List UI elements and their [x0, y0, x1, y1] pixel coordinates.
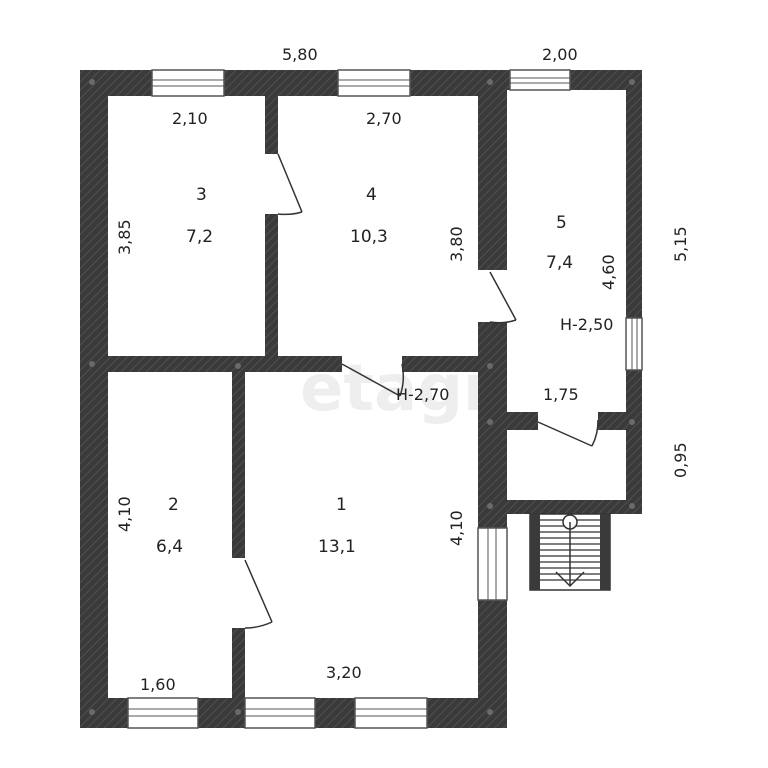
room-4-area: 10,3: [350, 227, 388, 247]
dim-right-total: 5,15: [671, 226, 690, 262]
corner-markers: [89, 79, 635, 715]
dim-height-room5: H-2,50: [560, 315, 613, 334]
dim-room1-height: 4,10: [447, 510, 466, 546]
dim-room2-height: 4,10: [115, 496, 134, 532]
dimension-labels: 5,80 2,00 2,10 2,70 3,85 3,80 4,60 5,15 …: [115, 45, 690, 694]
wall-interior-h-right: [402, 356, 507, 372]
dim-porch-width: 1,75: [543, 385, 579, 404]
dim-top-total: 5,80: [282, 45, 318, 64]
wall-room5-bottom-left: [490, 412, 538, 430]
door-room4-room5: [489, 271, 517, 324]
room-1-area: 13,1: [318, 537, 356, 557]
wall-room2-room1-top: [232, 368, 245, 558]
room-4-number: 4: [366, 185, 377, 205]
room-2-area: 6,4: [156, 537, 183, 557]
room-labels: 3 7,2 4 10,3 5 7,4 2 6,4 1 13,1: [156, 185, 573, 557]
room-3-area: 7,2: [186, 227, 213, 247]
room-5-area: 7,4: [546, 253, 573, 273]
dim-room5-height: 4,60: [599, 254, 618, 290]
entrance-stairs: [529, 513, 611, 591]
wall-room2-room1-bottom: [232, 628, 245, 708]
wall-top-main: [80, 70, 507, 96]
window-right-room5: [625, 317, 643, 371]
dim-room1-width: 3,20: [326, 663, 362, 682]
dim-room2-width: 1,60: [140, 675, 176, 694]
door-room3-room4: [277, 153, 303, 216]
dim-porch-height: 0,95: [671, 442, 690, 478]
window-bottom-room1-right: [354, 697, 428, 729]
dim-height-center: H-2,70: [396, 385, 449, 404]
window-bottom-room1-left: [244, 697, 316, 729]
wall-interior-h-left: [80, 356, 342, 372]
doors: [244, 153, 599, 629]
room-3-number: 3: [196, 185, 207, 205]
room-5-number: 5: [556, 213, 567, 233]
window-top-room4: [337, 69, 411, 97]
dim-room3-height: 3,85: [115, 219, 134, 255]
wall-porch-right: [626, 412, 642, 512]
wall-room3-room4-bottom: [265, 214, 278, 359]
room-2-number: 2: [168, 495, 179, 515]
wall-left: [80, 70, 108, 728]
window-top-room3: [151, 69, 225, 97]
door-room2-room1: [244, 559, 273, 629]
door-room5-porch: [537, 419, 599, 447]
wall-room3-room4-top: [265, 90, 278, 154]
window-top-room5: [509, 69, 571, 91]
room-1-number: 1: [336, 495, 347, 515]
dim-room4-width: 2,70: [366, 109, 402, 128]
dim-room4-height: 3,80: [447, 226, 466, 262]
dim-room3-width: 2,10: [172, 109, 208, 128]
windows: [127, 69, 643, 729]
window-bottom-room2: [127, 697, 199, 729]
wall-room4-room5-upper: [478, 70, 507, 270]
dim-top-right: 2,00: [542, 45, 578, 64]
door-room4-room1: [341, 363, 405, 397]
window-right-room1: [477, 527, 508, 601]
wall-porch-bottom: [490, 500, 642, 514]
